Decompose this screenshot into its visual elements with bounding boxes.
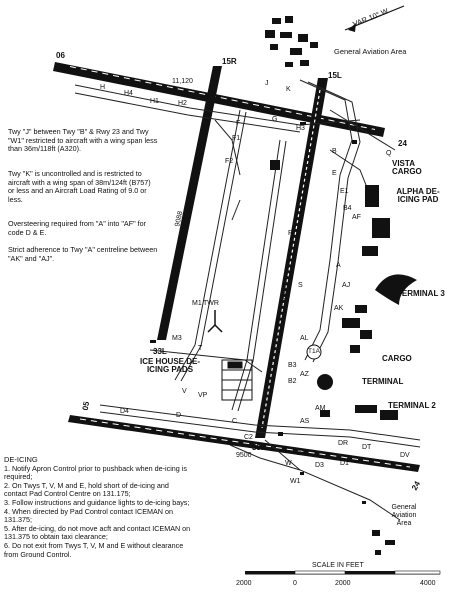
deicing-item-6: 6. Do not exit from Twys T, V, M and E w…: [4, 540, 184, 559]
ice-house-label: ICE HOUSE DE-ICING PADS: [140, 357, 201, 374]
vista-cargo-label: VISTA CARGO: [392, 159, 422, 176]
twy-ak: AK: [334, 305, 344, 312]
twy-h4: H4: [124, 90, 133, 97]
runway-05-23: [68, 415, 420, 472]
twy-h3: H3: [296, 125, 305, 132]
twy-aj: AJ: [342, 282, 351, 289]
twy-af: AF: [352, 214, 361, 221]
tower-icon: [207, 310, 223, 333]
twy-a: A: [336, 262, 341, 269]
twr-label: TWR: [203, 300, 219, 307]
twy-c1: C1: [296, 450, 305, 457]
twy-h2: H2: [178, 100, 187, 107]
note-oversteering: Oversteering required from "A" into "AF"…: [8, 219, 147, 237]
scale-tick-2000-right: 2000: [335, 580, 351, 587]
twy-dv: DV: [400, 452, 410, 459]
twy-e: E: [332, 170, 337, 177]
deicing-item-4: 4. When directed by Pad Control contact …: [4, 506, 173, 525]
deicing-item-5: 5. After de-icing, do not move acft and …: [4, 523, 191, 542]
runway-length-06-24: 11,120: [172, 78, 193, 85]
twy-d3: D3: [315, 462, 324, 469]
runway-length-05-23: 9500: [236, 452, 252, 459]
terminal3-label: TERMINAL 3: [397, 289, 445, 298]
scale-title: SCALE IN FEET: [312, 562, 364, 569]
twy-r: R: [288, 230, 294, 237]
general-aviation-area-south: General Aviation Area: [391, 504, 417, 527]
terminal-label: TERMINAL: [362, 377, 404, 386]
runway-end-33r: 33R: [252, 443, 267, 452]
twy-c: C: [232, 418, 238, 425]
twy-t: T: [198, 345, 203, 352]
twy-q: Q: [386, 150, 392, 157]
runway-06-24: [53, 62, 385, 137]
twy-b4: B4: [343, 205, 352, 212]
t1a-marker: [306, 344, 322, 360]
runway-end-06: 06: [56, 51, 65, 60]
twy-s: S: [298, 282, 303, 289]
twy-h: H: [100, 84, 106, 91]
note-centreline: Strict adherence to Twy "A" centreline b…: [8, 245, 158, 263]
note-twy-k: Twy "K" is uncontrolled and is restricte…: [8, 169, 151, 204]
twy-g: G: [272, 116, 278, 123]
terminal-structures: [270, 160, 417, 420]
deicing-procedures: DE-ICING 1. Notify Apron Control prior t…: [4, 455, 194, 559]
twy-vp: VP: [198, 392, 208, 399]
runway-end-33l: 33L: [153, 347, 167, 356]
deicing-item-3: 3. Follow instructions and guidance ligh…: [4, 497, 190, 507]
twy-h1: H1: [150, 98, 159, 105]
note-twy-j: Twy "J" between Twy "B" & Rwy 23 and Twy…: [8, 127, 158, 154]
twy-j: J: [265, 80, 269, 87]
twy-e1: E1: [340, 188, 349, 195]
scale-bar: [245, 570, 441, 575]
twy-b2: B2: [288, 378, 297, 385]
runway-end-15r: 15R: [222, 57, 237, 66]
twy-m1: M1: [192, 300, 202, 307]
twy-am: AM: [315, 405, 326, 412]
scale-tick-0: 0: [293, 580, 297, 587]
north-arrow-icon: [344, 5, 405, 32]
twy-al: AL: [300, 335, 309, 342]
twy-d1: D1: [340, 460, 349, 467]
taxiways: [74, 79, 421, 521]
twy-k: K: [286, 86, 291, 93]
twy-d4: D4: [120, 408, 129, 415]
scale-tick-2000-left: 2000: [236, 580, 252, 587]
twy-f: F: [236, 120, 241, 127]
runway-15r-33l: [157, 66, 222, 340]
general-aviation-area-north: General Aviation Area: [334, 47, 407, 56]
misc-marks: [150, 122, 366, 504]
twy-d: D: [176, 412, 182, 419]
twy-f1: F1: [232, 135, 241, 142]
general-aviation-buildings-north: [265, 16, 318, 67]
twy-w: W: [285, 460, 292, 467]
runway-15l-33r: [255, 78, 328, 438]
twy-f2: F2: [225, 158, 234, 165]
twy-b3: B3: [288, 362, 297, 369]
deicing-title: DE-ICING: [4, 455, 38, 464]
twy-m3: M3: [172, 335, 182, 342]
terminal2-label: TERMINAL 2: [388, 401, 436, 410]
twy-w1: W1: [290, 478, 301, 485]
ice-house-deicing-pads: [221, 359, 253, 401]
twy-az: AZ: [300, 371, 309, 378]
runway-end-15l: 15L: [328, 71, 342, 80]
deicing-item-1: 1. Notify Apron Control prior to pushbac…: [4, 463, 187, 482]
twy-dt: DT: [362, 444, 372, 451]
twy-as: AS: [300, 418, 310, 425]
alpha-deicing-label: ALPHA DE-ICING PAD: [396, 187, 440, 204]
twy-t1a: T1A: [308, 348, 320, 355]
runway-end-23: 24: [398, 139, 407, 148]
twy-c2: C2: [244, 434, 253, 441]
twy-v: V: [182, 388, 187, 395]
deicing-item-2: 2. On Twys T, V, M and E, hold short of …: [4, 480, 169, 499]
twy-dr: DR: [338, 440, 349, 447]
general-aviation-buildings-south: [372, 530, 395, 555]
cargo-label: CARGO: [382, 354, 412, 363]
twy-b: B: [332, 148, 337, 155]
runway-end-05: 05: [80, 400, 92, 412]
scale-tick-4000: 4000: [420, 580, 436, 587]
